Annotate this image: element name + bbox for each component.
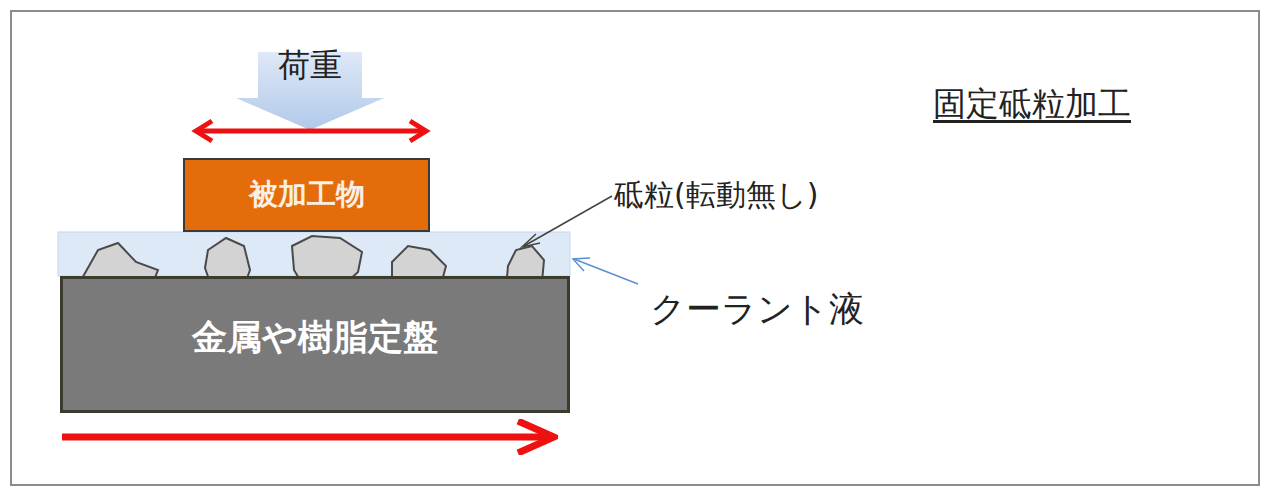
- load-label: 荷重: [278, 44, 342, 88]
- plate-box: 金属や樹脂定盤: [60, 276, 570, 413]
- leader-head: [522, 234, 540, 247]
- grain-label: 砥粒(転動無し): [614, 175, 818, 216]
- workpiece-box: 被加工物: [183, 158, 430, 232]
- leader-head: [573, 258, 590, 271]
- arrow-head: [410, 121, 426, 141]
- arrow-head: [196, 121, 212, 141]
- node-text: 被加工物: [249, 175, 365, 215]
- coolant-label: クーラント液: [650, 286, 864, 333]
- leader-line: [574, 259, 638, 284]
- plate-motion-arrow: [62, 434, 554, 441]
- node-text: 金属や樹脂定盤: [192, 314, 438, 361]
- diagram-title: 固定砥粒加工: [933, 82, 1131, 127]
- leader-line: [524, 196, 612, 246]
- workpiece-motion-arrow: [200, 129, 422, 134]
